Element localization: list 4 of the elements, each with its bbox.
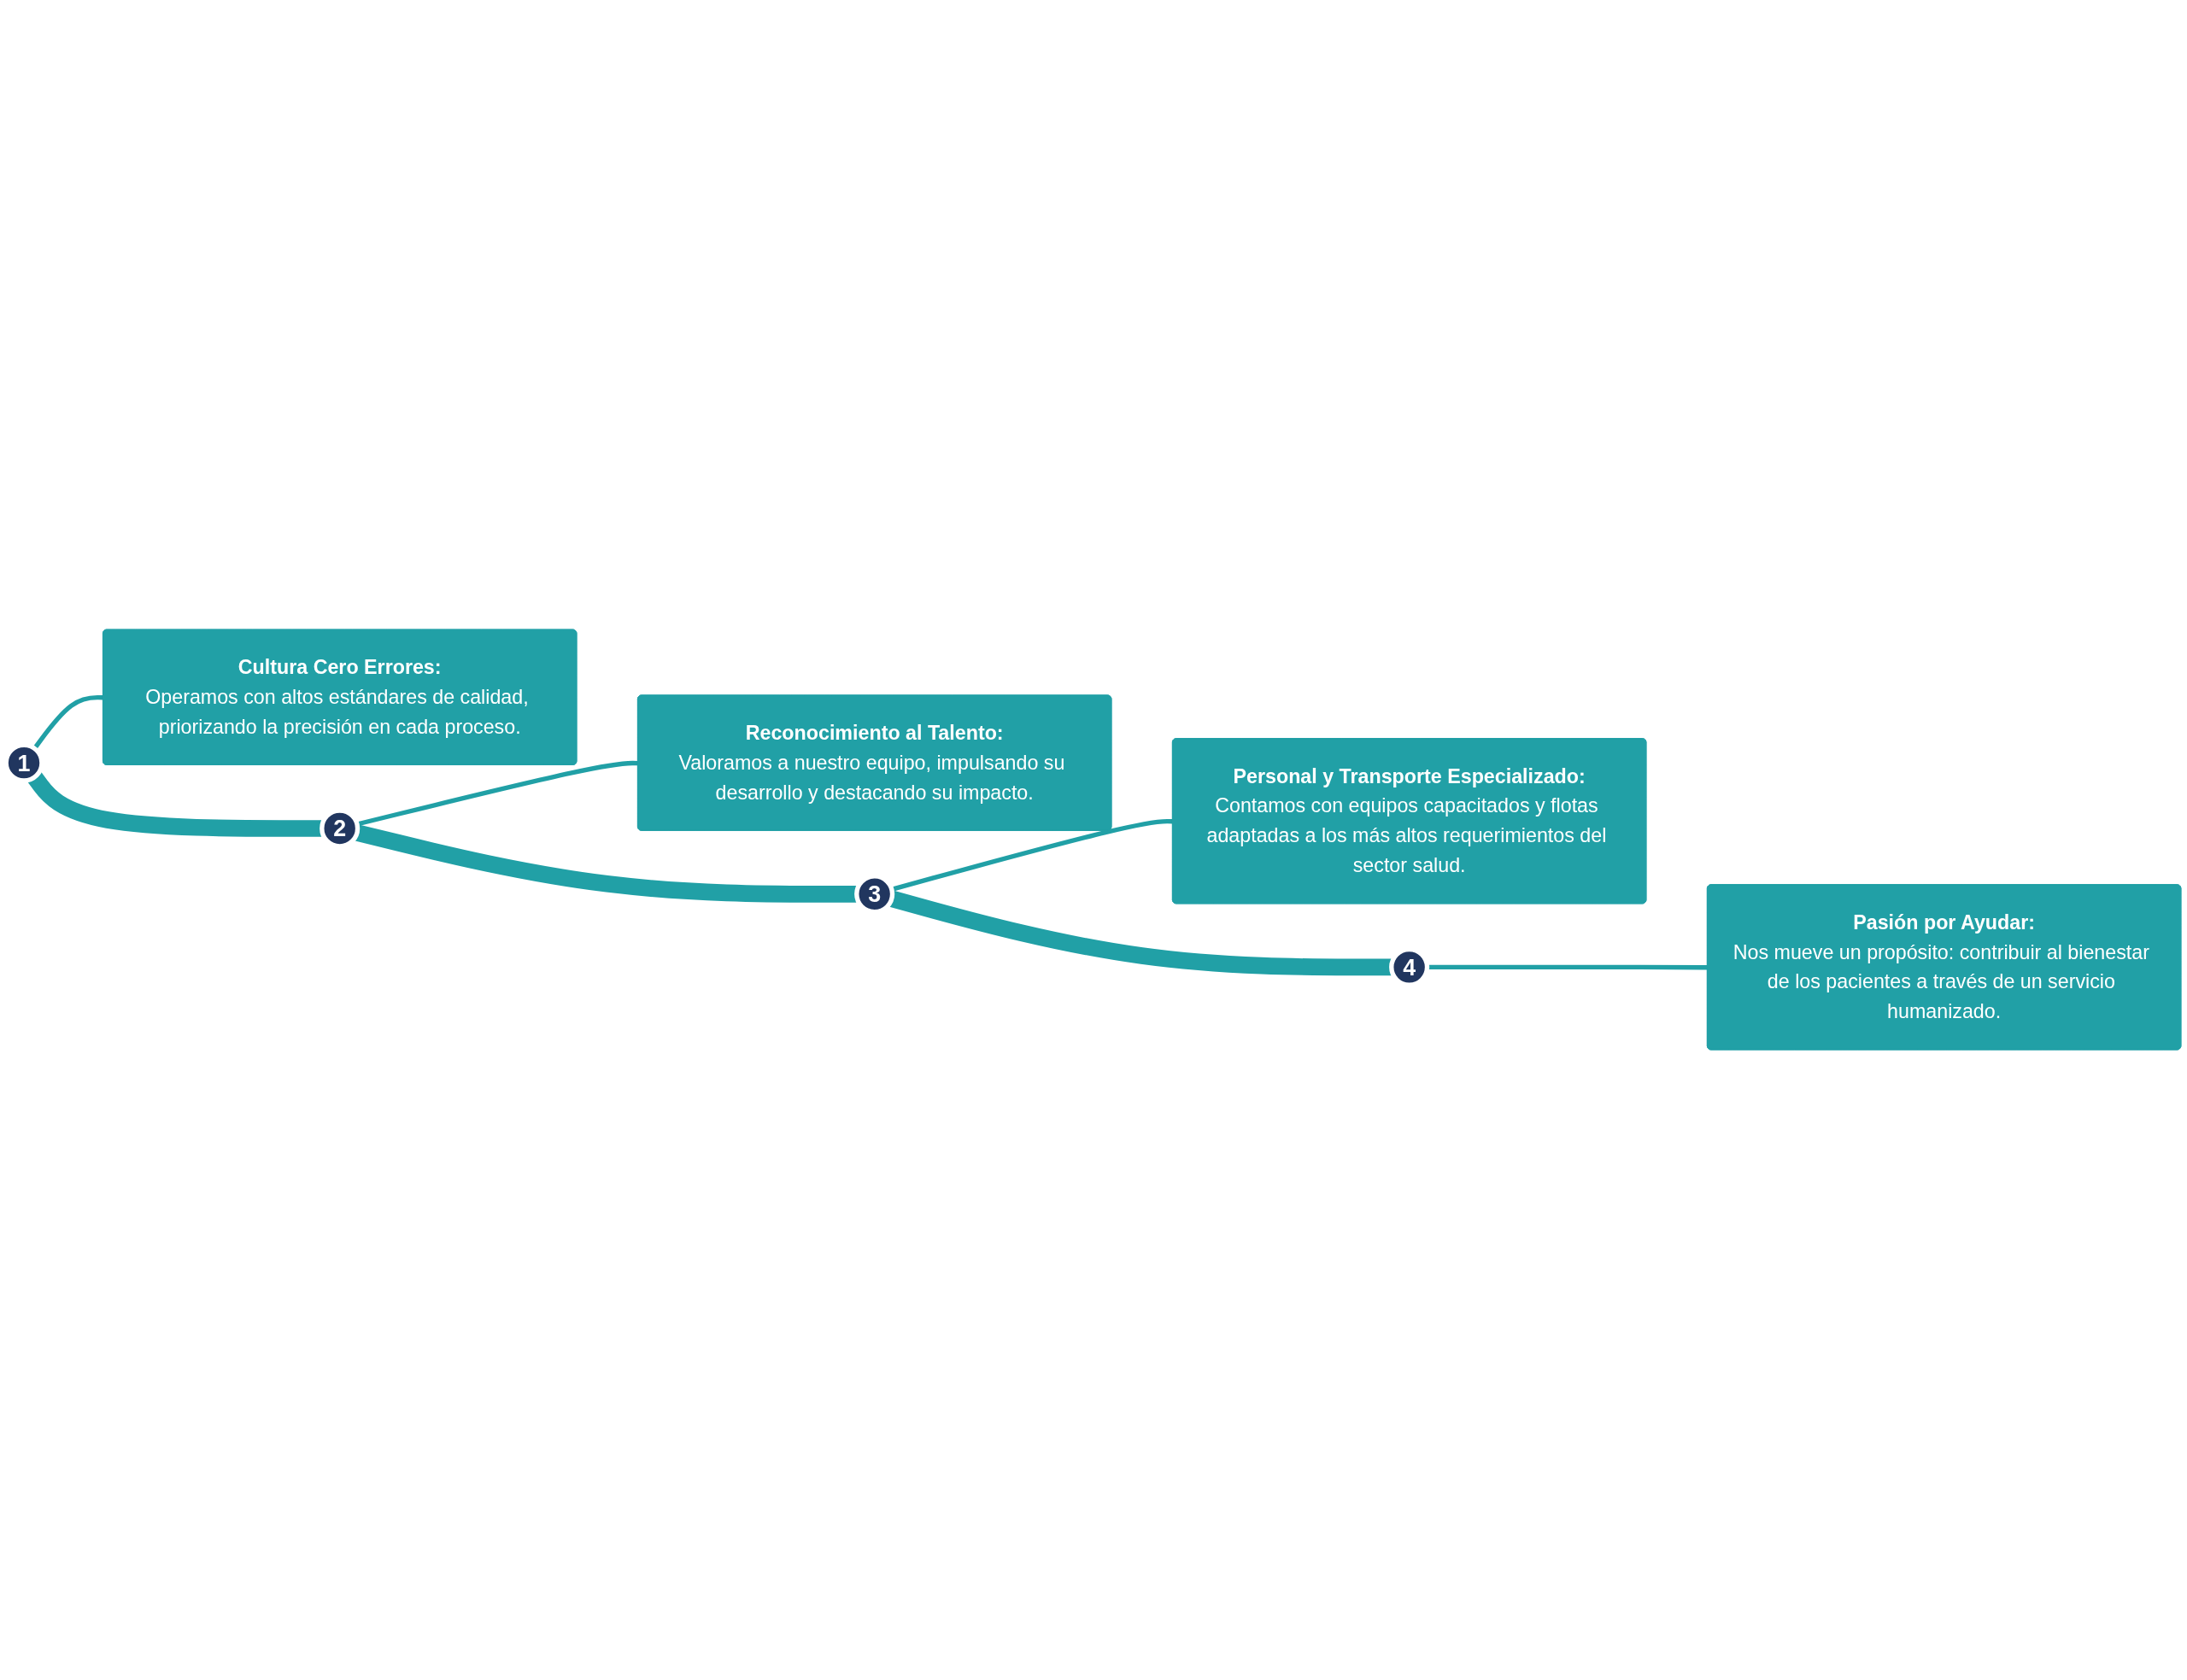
connector <box>889 891 1392 976</box>
connector <box>27 772 322 838</box>
connector <box>355 824 857 904</box>
connector <box>1427 965 1708 970</box>
